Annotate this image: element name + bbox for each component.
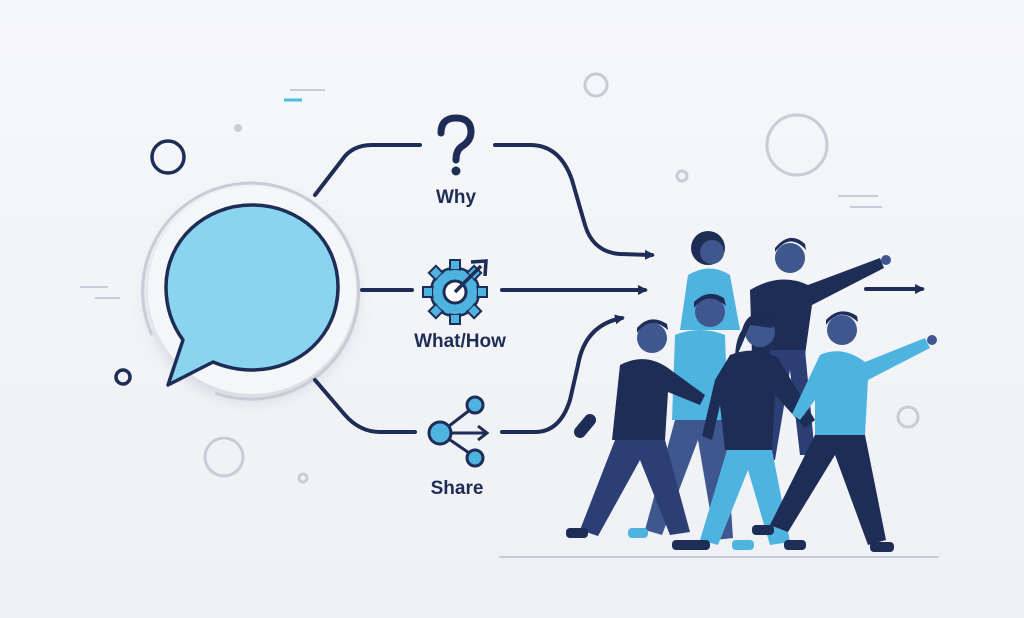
why-label: Why	[436, 187, 477, 208]
share-node: Share	[427, 395, 490, 499]
what-how-label: What/How	[414, 331, 506, 352]
decorations	[80, 72, 920, 484]
question-mark-icon	[437, 114, 475, 164]
share-label: Share	[431, 478, 484, 499]
why-node: Why	[436, 114, 477, 208]
person-right-man	[752, 311, 937, 552]
gear-arrow-icon	[422, 259, 488, 325]
people-group	[499, 231, 939, 558]
what-how-node: What/How	[414, 259, 506, 352]
share-icon	[427, 395, 490, 468]
speech-bubble-icon	[141, 181, 361, 401]
person-left-man	[566, 319, 705, 550]
connectors	[313, 143, 925, 434]
person-woman-front	[688, 313, 815, 550]
